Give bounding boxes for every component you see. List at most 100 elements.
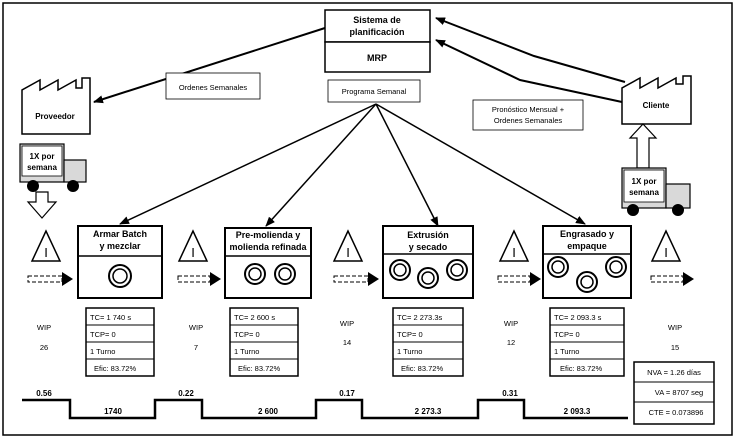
push-arrow-icon	[497, 272, 541, 286]
shipment-arrow-icon	[26, 191, 58, 219]
data-box-process-1: TC= 1 740 s TCP= 0 1 Turno Efic: 83.72%	[85, 307, 155, 377]
svg-text:semana: semana	[629, 188, 659, 197]
process-time-label: 2 600	[258, 407, 279, 416]
svg-text:Efic: 83.72%: Efic: 83.72%	[238, 364, 280, 373]
svg-text:I: I	[346, 245, 350, 260]
wip-label: WIP	[37, 323, 51, 332]
supplier-factory-icon: Proveedor	[21, 77, 91, 135]
svg-text:1 Turno: 1 Turno	[554, 347, 579, 356]
customer-factory-icon: Cliente	[621, 75, 692, 125]
svg-text:Programa Semanal: Programa Semanal	[342, 87, 407, 96]
operator-icon	[108, 264, 132, 288]
svg-text:1X por: 1X por	[30, 152, 55, 161]
svg-text:Pronóstico Mensual +: Pronóstico Mensual +	[492, 105, 565, 114]
operator-icon	[446, 259, 468, 281]
process-time-label: 1740	[104, 407, 122, 416]
schedule-arrows	[119, 103, 586, 227]
operator-icon	[244, 263, 266, 285]
svg-text:Efic: 83.72%: Efic: 83.72%	[94, 364, 136, 373]
wip-value: 12	[507, 338, 515, 347]
customer-label: Cliente	[643, 101, 670, 110]
planning-title-line1: Sistema de	[353, 15, 401, 25]
process-time-label: 2 273.3	[415, 407, 442, 416]
wip-label: WIP	[504, 319, 518, 328]
customer-truck-icon: 1X por semana	[621, 167, 691, 216]
push-arrow-icon	[177, 272, 221, 286]
svg-text:semana: semana	[27, 163, 57, 172]
svg-text:TC= 1 740 s: TC= 1 740 s	[90, 313, 131, 322]
svg-text:molienda refinada: molienda refinada	[229, 242, 307, 252]
weekly-orders-label-box: Ordenes Semanales	[165, 72, 261, 100]
lead-time-summary-box: NVA = 1.26 días VA = 8707 seg CTE = 0.07…	[633, 361, 715, 425]
process-box-armar-batch: Armar Batch y mezclar	[77, 225, 163, 299]
wip-label: WIP	[668, 323, 682, 332]
svg-text:TC= 2 093.3 s: TC= 2 093.3 s	[554, 313, 602, 322]
wip-label: WIP	[340, 319, 354, 328]
svg-text:Engrasado y: Engrasado y	[560, 229, 614, 239]
process-box-pre-molienda: Pre-molienda y molienda refinada	[224, 227, 312, 299]
shipment-arrow-icon	[628, 123, 658, 169]
svg-text:Efic: 83.72%: Efic: 83.72%	[401, 364, 443, 373]
svg-text:TCP= 0: TCP= 0	[554, 330, 580, 339]
svg-text:I: I	[191, 245, 195, 260]
data-box-process-2: TC= 2 600 s TCP= 0 1 Turno Efic: 83.72%	[229, 307, 299, 377]
wait-time-label: 0.22	[178, 389, 194, 398]
wip-value: 14	[343, 338, 351, 347]
inventory-triangle-icon: I	[30, 229, 62, 262]
svg-text:1 Turno: 1 Turno	[234, 347, 259, 356]
operator-icon	[417, 267, 439, 289]
forecast-arrow-upper	[435, 17, 626, 83]
planning-system-box: Sistema de planificación MRP	[324, 9, 431, 73]
wait-time-label: 0.56	[36, 389, 52, 398]
data-box-process-3: TC= 2 273.3s TCP= 0 1 Turno Efic: 83.72%	[392, 307, 464, 377]
process-box-engrasado: Engrasado y empaque	[542, 225, 632, 299]
cte-value: CTE = 0.073896	[649, 408, 704, 417]
push-arrow-icon	[27, 272, 73, 286]
push-arrow-icon	[333, 272, 379, 286]
svg-text:I: I	[44, 245, 48, 260]
svg-text:TCP= 0: TCP= 0	[234, 330, 260, 339]
data-box-process-4: TC= 2 093.3 s TCP= 0 1 Turno Efic: 83.72…	[549, 307, 625, 377]
orders-to-supplier-arrow	[93, 27, 326, 104]
nva-value: NVA = 1.26 días	[647, 368, 701, 377]
svg-text:Armar Batch: Armar Batch	[93, 229, 147, 239]
inventory-triangle-icon: I	[177, 229, 209, 262]
mrp-label: MRP	[367, 53, 387, 63]
svg-text:Pre-molienda y: Pre-molienda y	[236, 230, 301, 240]
svg-text:1 Turno: 1 Turno	[90, 347, 115, 356]
operator-icon	[274, 263, 296, 285]
forecast-label-box: Pronóstico Mensual + Ordenes Semanales	[472, 99, 584, 131]
supplier-truck-icon: 1X por semana	[19, 143, 87, 192]
svg-text:Extrusión: Extrusión	[407, 230, 449, 240]
inventory-triangle-icon: I	[332, 229, 364, 262]
svg-text:TCP= 0: TCP= 0	[397, 330, 423, 339]
wip-value: 7	[194, 343, 198, 352]
wait-time-label: 0.17	[339, 389, 355, 398]
svg-text:y secado: y secado	[409, 242, 448, 252]
wip-label: WIP	[189, 323, 203, 332]
forecast-arrow-lower	[435, 39, 623, 103]
wait-time-label: 0.31	[502, 389, 518, 398]
svg-text:I: I	[664, 245, 668, 260]
svg-text:Efic: 83.72%: Efic: 83.72%	[560, 364, 602, 373]
operator-icon	[547, 256, 569, 278]
svg-text:Ordenes Semanales: Ordenes Semanales	[494, 116, 563, 125]
planning-title-line2: planificación	[349, 27, 404, 37]
inventory-triangle-icon: I	[650, 229, 682, 262]
svg-text:empaque: empaque	[567, 241, 607, 251]
svg-text:TC= 2 600 s: TC= 2 600 s	[234, 313, 275, 322]
weekly-schedule-label-box: Programa Semanal	[327, 79, 421, 103]
svg-text:TCP= 0: TCP= 0	[90, 330, 116, 339]
push-arrow-icon	[650, 272, 694, 286]
supplier-label: Proveedor	[35, 112, 75, 121]
lead-time-ladder	[22, 398, 628, 420]
svg-text:TC= 2 273.3s: TC= 2 273.3s	[397, 313, 442, 322]
svg-text:1X por: 1X por	[632, 177, 657, 186]
operator-icon	[576, 271, 598, 293]
wip-value: 15	[671, 343, 679, 352]
va-value: VA = 8707 seg	[655, 388, 703, 397]
wip-value: 26	[40, 343, 48, 352]
